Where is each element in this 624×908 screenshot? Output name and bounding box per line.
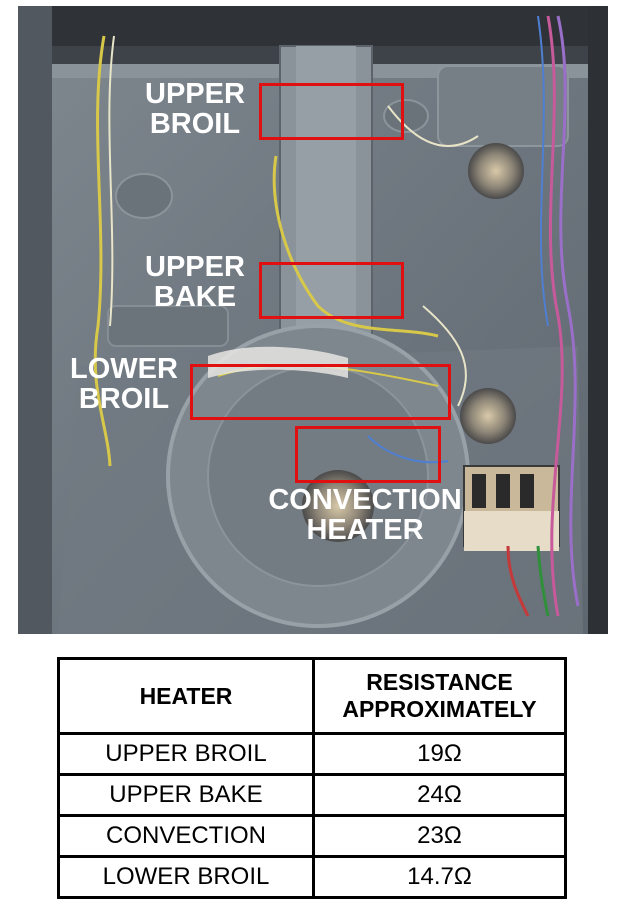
upper-broil-label-line2: BROIL — [149, 108, 241, 140]
upper-bake-label-line1: UPPER — [145, 251, 245, 283]
table-row: CONVECTION 23Ω — [57, 814, 567, 858]
header-heater: HEATER — [57, 657, 315, 735]
header-resistance-line1: RESISTANCE — [366, 669, 513, 695]
lower-broil-label-line2: BROIL — [78, 383, 170, 415]
resistance-value-cell: 24Ω — [312, 773, 567, 817]
resistance-value-cell: 14.7Ω — [312, 855, 567, 899]
header-resistance: RESISTANCE APPROXIMATELY — [312, 657, 567, 735]
resistance-value-cell: 19Ω — [312, 732, 567, 776]
heater-resistance-table: HEATER RESISTANCE APPROXIMATELY UPPER BR… — [57, 657, 567, 899]
convection-heater-label-line2: HEATER — [306, 514, 424, 546]
heater-name-cell: CONVECTION — [57, 814, 315, 858]
table-header-row: HEATER RESISTANCE APPROXIMATELY — [57, 657, 567, 735]
convection-heater-highlight-box — [295, 426, 441, 483]
upper-bake-label-line2: BAKE — [153, 281, 237, 313]
header-resistance-line2: APPROXIMATELY — [342, 696, 537, 722]
convection-heater-label: CONVECTION HEATER — [262, 485, 468, 545]
lower-broil-label: LOWER BROIL — [70, 354, 178, 414]
table-row: UPPER BAKE 24Ω — [57, 773, 567, 817]
lower-broil-highlight-box — [190, 364, 451, 420]
lower-broil-label-line1: LOWER — [70, 353, 178, 385]
oven-back-panel-photo — [18, 6, 608, 634]
table-row: LOWER BROIL 14.7Ω — [57, 855, 567, 899]
resistance-value-cell: 23Ω — [312, 814, 567, 858]
upper-broil-label: UPPER BROIL — [145, 79, 245, 139]
convection-heater-label-line1: CONVECTION — [268, 484, 462, 516]
upper-bake-label: UPPER BAKE — [145, 252, 245, 312]
heater-name-cell: UPPER BAKE — [57, 773, 315, 817]
upper-bake-highlight-box — [259, 262, 404, 319]
oven-back-panel-illustration — [18, 6, 608, 634]
heater-name-cell: UPPER BROIL — [57, 732, 315, 776]
upper-broil-label-line1: UPPER — [145, 78, 245, 110]
upper-broil-highlight-box — [259, 83, 404, 140]
table-row: UPPER BROIL 19Ω — [57, 732, 567, 776]
heater-name-cell: LOWER BROIL — [57, 855, 315, 899]
